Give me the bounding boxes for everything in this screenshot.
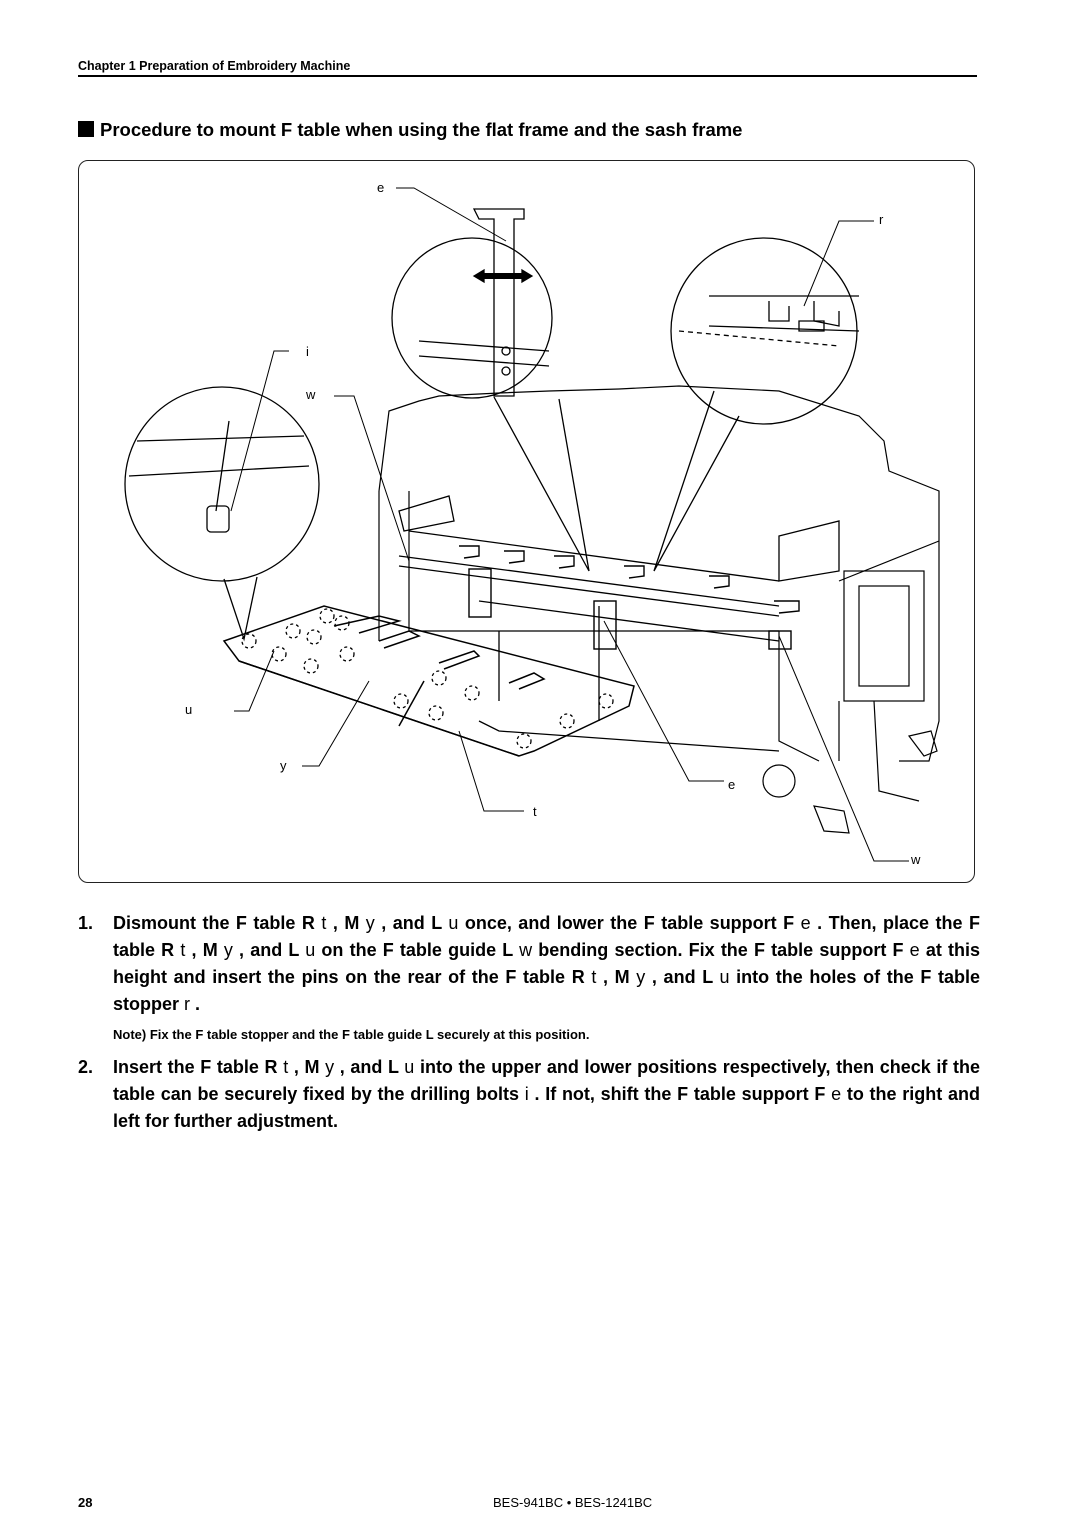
leader-lines	[230, 187, 909, 862]
note-text: Note) Fix the F table stopper and the F …	[113, 1027, 590, 1042]
stopper-detail-circle	[653, 237, 860, 572]
callout-u: u	[185, 702, 193, 717]
rail-brackets	[459, 545, 800, 650]
rails	[398, 530, 780, 752]
f-tables	[222, 605, 635, 757]
chapter-header: Chapter 1 Preparation of Embroidery Mach…	[78, 59, 351, 73]
page-number: 28	[78, 1495, 93, 1510]
figure-box: e r i w u y e t w	[78, 160, 975, 883]
callout-i: i	[306, 344, 309, 359]
step-text: Insert the F table R t , M y , and L u i…	[113, 1057, 981, 1131]
callout-e-top: e	[377, 180, 385, 195]
machine-body	[378, 385, 940, 834]
instruction-steps: 1. Dismount the F table R t , M y , and …	[78, 910, 980, 1135]
square-bullet-icon	[78, 121, 94, 137]
callout-t: t	[533, 804, 537, 819]
callout-y: y	[280, 758, 287, 773]
step-1: 1. Dismount the F table R t , M y , and …	[78, 910, 980, 1018]
header-rule	[78, 75, 977, 77]
step-number: 1.	[78, 913, 94, 933]
step-number: 2.	[78, 1057, 94, 1077]
side-brackets	[398, 495, 840, 582]
callout-r: r	[879, 212, 884, 227]
callout-w-left: w	[306, 387, 316, 402]
step-text: Dismount the F table R t , M y , and L u…	[113, 913, 981, 1014]
step-2: 2. Insert the F table R t , M y , and L …	[78, 1054, 980, 1135]
callout-w-bottom: w	[911, 852, 921, 867]
support-detail-circle	[391, 208, 590, 572]
table-holes	[241, 608, 614, 749]
callout-e-bottom: e	[728, 777, 736, 792]
mounting-diagram	[124, 187, 940, 862]
bolt-detail-circle	[124, 386, 320, 642]
model-name: BES-941BC • BES-1241BC	[493, 1495, 653, 1510]
section-heading: Procedure to mount F table when using th…	[78, 118, 988, 142]
section-title: Procedure to mount F table when using th…	[100, 119, 743, 140]
